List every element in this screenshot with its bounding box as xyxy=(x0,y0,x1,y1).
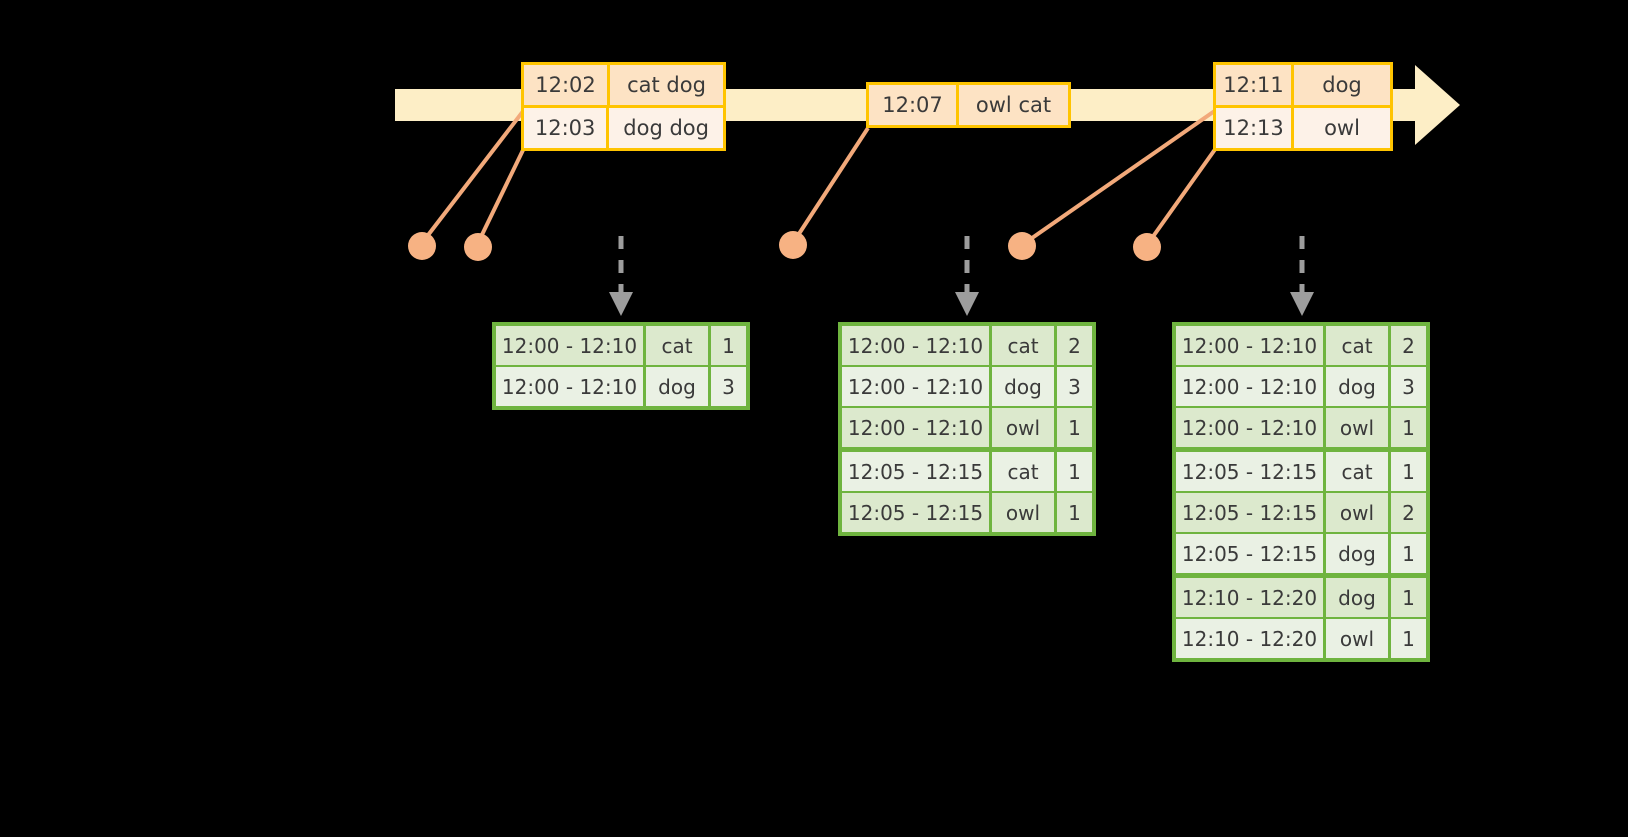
key-cell: cat xyxy=(992,326,1057,365)
event-time: 12:02 xyxy=(524,65,610,105)
window-cell: 12:05 - 12:15 xyxy=(1176,534,1326,573)
key-cell: dog xyxy=(1326,578,1391,617)
key-cell: dog xyxy=(992,367,1057,406)
dashed-down-arrow-icon-2 xyxy=(955,236,979,316)
dashed-down-arrow-icon-1 xyxy=(609,236,633,316)
window-cell: 12:00 - 12:10 xyxy=(842,408,992,447)
event-marker-1213 xyxy=(1133,233,1161,261)
key-cell: owl xyxy=(1326,619,1391,658)
count-cell: 1 xyxy=(1402,626,1415,651)
count-cell: 3 xyxy=(1402,374,1415,399)
window-cell: 12:05 - 12:15 xyxy=(842,493,992,532)
key-cell: cat xyxy=(1326,326,1391,365)
event-words: owl cat xyxy=(975,93,1052,117)
event-words: dog dog xyxy=(623,116,709,140)
key-cell: dog xyxy=(1326,367,1391,406)
window-cell: 12:05 - 12:15 xyxy=(1176,452,1326,491)
event-time: 12:03 xyxy=(524,108,610,148)
count-cell: 2 xyxy=(1068,333,1081,358)
event-words: dog xyxy=(1322,73,1362,97)
window-cell: 12:10 - 12:20 xyxy=(1176,578,1326,617)
count-cell: 1 xyxy=(1402,585,1415,610)
timeline-event-row: 12:11 dog xyxy=(1216,65,1390,105)
window-cell: 12:05 - 12:15 xyxy=(842,452,992,491)
count-cell: 2 xyxy=(1402,500,1415,525)
timeline-event-row: 12:07 owl cat xyxy=(869,85,1068,125)
event-marker-1203 xyxy=(464,233,492,261)
count-cell: 1 xyxy=(1068,459,1081,484)
event-time: 12:11 xyxy=(1216,65,1294,105)
count-cell: 2 xyxy=(1402,333,1415,358)
count-cell: 3 xyxy=(722,374,735,399)
key-cell: owl xyxy=(1326,493,1391,532)
count-cell: 1 xyxy=(1068,500,1081,525)
event-words: cat dog xyxy=(627,73,706,97)
key-cell: dog xyxy=(646,367,711,406)
key-cell: owl xyxy=(992,408,1057,447)
window-cell: 12:10 - 12:20 xyxy=(1176,619,1326,658)
count-cell: 1 xyxy=(722,333,735,358)
timeline-event-box-3: 12:11 dog 12:13 owl xyxy=(1213,62,1393,151)
event-time: 12:07 xyxy=(869,85,959,125)
window-cell: 12:05 - 12:15 xyxy=(1176,493,1326,532)
key-cell: dog xyxy=(1326,534,1391,573)
window-cell: 12:00 - 12:10 xyxy=(842,367,992,406)
timeline-event-row: 12:13 owl xyxy=(1216,105,1390,148)
event-words: owl xyxy=(1324,116,1360,140)
timeline-event-row: 12:03 dog dog xyxy=(524,105,723,148)
window-cell: 12:00 - 12:10 xyxy=(496,326,646,365)
event-marker-1207 xyxy=(779,231,807,259)
count-cell: 3 xyxy=(1068,374,1081,399)
timeline-event-box-2: 12:07 owl cat xyxy=(866,82,1071,128)
count-cell: 1 xyxy=(1402,541,1415,566)
key-cell: cat xyxy=(992,452,1057,491)
key-cell: cat xyxy=(646,326,711,365)
event-marker-1211 xyxy=(1008,232,1036,260)
event-time: 12:13 xyxy=(1216,108,1294,148)
key-cell: owl xyxy=(992,493,1057,532)
count-cell: 1 xyxy=(1068,415,1081,440)
timeline-event-box-1: 12:02 cat dog 12:03 dog dog xyxy=(521,62,726,151)
key-cell: owl xyxy=(1326,408,1391,447)
timeline-event-row: 12:02 cat dog xyxy=(524,65,723,105)
window-cell: 12:00 - 12:10 xyxy=(1176,367,1326,406)
window-cell: 12:00 - 12:10 xyxy=(1176,326,1326,365)
arrow-right-icon xyxy=(1415,65,1460,145)
count-cell: 1 xyxy=(1402,415,1415,440)
window-cell: 12:00 - 12:10 xyxy=(1176,408,1326,447)
window-cell: 12:00 - 12:10 xyxy=(496,367,646,406)
key-cell: cat xyxy=(1326,452,1391,491)
window-cell: 12:00 - 12:10 xyxy=(842,326,992,365)
event-marker-1202 xyxy=(408,232,436,260)
count-cell: 1 xyxy=(1402,459,1415,484)
dashed-down-arrow-icon-3 xyxy=(1290,236,1314,316)
